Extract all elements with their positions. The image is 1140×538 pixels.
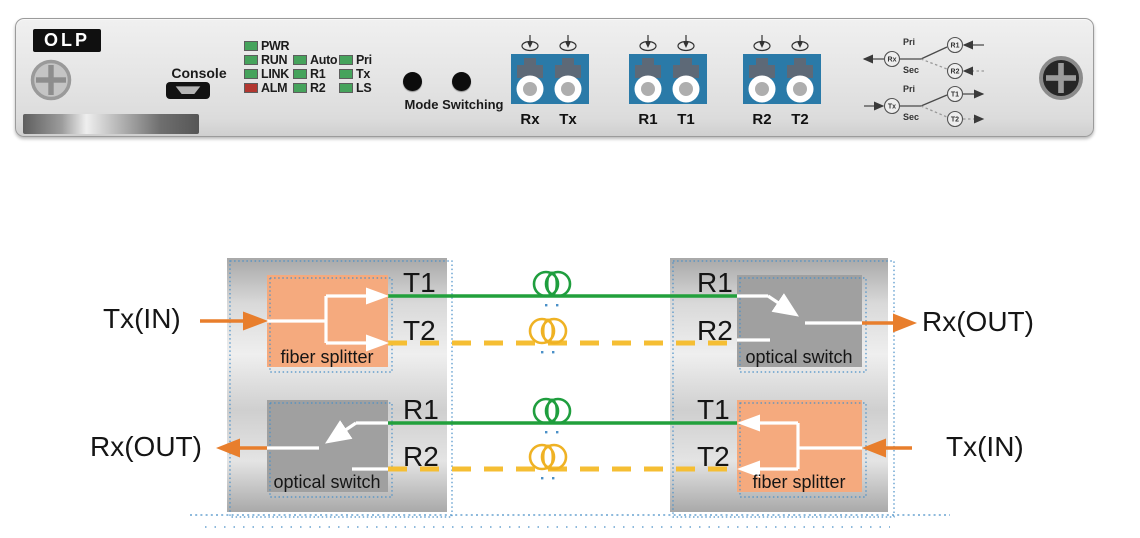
port-label-r2: R2: [752, 111, 771, 128]
led-pri-light: [339, 55, 353, 65]
fiber-coil-icon: [528, 317, 568, 354]
led-tx: Tx: [339, 68, 370, 80]
led-r1: R1: [293, 68, 326, 80]
led-pwr-light: [244, 41, 258, 51]
label-tx-in-left: Tx(IN): [103, 303, 181, 334]
legend-pri-bottom: Pri: [903, 84, 915, 94]
console-port[interactable]: [166, 82, 210, 99]
lc-ferrule-tx-core: [561, 82, 575, 96]
legend-t1: T1: [951, 92, 959, 99]
splitter-paths-bottom-right: [737, 414, 862, 478]
label-r2-bottom-left: R2: [403, 441, 439, 472]
led-alm: ALM: [244, 82, 287, 94]
splitter-paths-top-left: [267, 287, 389, 352]
led-pwr: PWR: [244, 40, 290, 52]
led-run-light: [244, 55, 258, 65]
laser-port-icon: [521, 35, 577, 52]
port-group-r2-t2[interactable]: R2 T2: [743, 33, 825, 131]
signal-arrows: [200, 319, 912, 450]
legend-rx: Rx: [888, 57, 897, 64]
console-port-pin: [175, 86, 201, 95]
lc-ferrule-rx-core: [523, 82, 537, 96]
port-label-rx: Rx: [520, 111, 540, 128]
label-t1-top-left: T1: [403, 267, 436, 298]
model-badge: OLP: [33, 29, 101, 52]
lc-ferrule-t1-core: [679, 82, 693, 96]
label-r1-top-right: R1: [697, 267, 733, 298]
label-fiber-splitter-top-left: fiber splitter: [280, 347, 373, 367]
led-r2-light: [293, 83, 307, 93]
port-group-r1-t1[interactable]: R1 T1: [629, 33, 711, 131]
port-group-rx-tx[interactable]: Rx Tx: [511, 33, 593, 131]
fiber-coil-icon: [532, 397, 572, 434]
device-front-panel: OLP Console PWR RUN LINK ALM Auto R1 R2 …: [15, 18, 1094, 137]
legend-sec-bottom: Sec: [903, 112, 919, 122]
port-label-t2: T2: [791, 111, 809, 128]
protection-schematic: Tx(IN) Rx(OUT) Rx(OUT) Tx(IN) T1 T2 R1 R…: [90, 258, 1034, 528]
port-label-r1: R1: [638, 111, 657, 128]
label-t2-bottom-right: T2: [697, 441, 730, 472]
arrow-head-tx-in-right: [862, 438, 886, 458]
label-r2-top-right: R2: [697, 315, 733, 346]
selection-dotted-borders: [190, 260, 950, 528]
switch-paths-bottom-left: [267, 420, 388, 471]
lc-ferrule-r2-core: [755, 82, 769, 96]
led-r1-light: [293, 69, 307, 79]
led-auto: Auto: [293, 54, 338, 66]
mode-switch-button-2[interactable]: [452, 72, 471, 91]
label-t2-top-left: T2: [403, 315, 436, 346]
led-link-light: [244, 69, 258, 79]
label-fiber-splitter-bottom-right: fiber splitter: [752, 472, 845, 492]
arrow-head-rx-out-right: [893, 313, 917, 333]
laser-port-icon: [639, 35, 695, 52]
console-label: Console: [171, 65, 227, 81]
lc-ferrule-r1-core: [641, 82, 655, 96]
mode-switch-button-1[interactable]: [403, 72, 422, 91]
mode-switching-label: Mode Switching: [404, 97, 504, 112]
switch-paths-top-right: [737, 293, 862, 342]
lc-connector-latches: [749, 58, 813, 78]
panel-vent-slot: [23, 114, 199, 134]
port-label-tx: Tx: [559, 111, 577, 128]
led-ls: LS: [339, 82, 372, 94]
legend-sec-top: Sec: [903, 65, 919, 75]
legend-r2: R2: [951, 69, 960, 76]
fiber-coil-icon: [528, 443, 568, 480]
legend-t2: T2: [951, 117, 959, 124]
lc-ferrule-t2-core: [793, 82, 807, 96]
led-r2: R2: [293, 82, 326, 94]
label-rx-out-left: Rx(OUT): [90, 431, 202, 462]
label-rx-out-right: Rx(OUT): [922, 306, 1034, 337]
label-tx-in-right: Tx(IN): [946, 431, 1024, 462]
arrow-head-tx-in-left: [243, 311, 268, 331]
led-run: RUN: [244, 54, 287, 66]
legend-pri-top: Pri: [903, 37, 915, 47]
optical-switch-box-bottom-left: [267, 400, 388, 492]
led-tx-light: [339, 69, 353, 79]
screw-right-icon: [1039, 56, 1083, 100]
led-link: LINK: [244, 68, 289, 80]
optical-switch-box-top-right: [737, 275, 862, 367]
label-optical-switch-bottom-left: optical switch: [273, 472, 380, 492]
port-label-t1: T1: [677, 111, 695, 128]
legend-tx: Tx: [888, 104, 896, 111]
led-auto-light: [293, 55, 307, 65]
led-alm-light: [244, 83, 258, 93]
lc-connector-latches: [635, 58, 699, 78]
led-pri: Pri: [339, 54, 372, 66]
label-optical-switch-top-right: optical switch: [745, 347, 852, 367]
fiber-coil-icon: [532, 270, 572, 307]
screw-left-icon: [30, 59, 72, 101]
legend-r1: R1: [951, 43, 960, 50]
label-r1-bottom-left: R1: [403, 394, 439, 425]
routing-legend-diagram: Rx R1 R2 Tx T1 T2 Pri Sec Pri Sec: [862, 36, 985, 128]
lc-connector-latches: [517, 58, 581, 78]
arrow-head-rx-out-left: [216, 438, 240, 458]
laser-port-icon: [753, 35, 809, 52]
label-t1-bottom-right: T1: [697, 394, 730, 425]
led-ls-light: [339, 83, 353, 93]
